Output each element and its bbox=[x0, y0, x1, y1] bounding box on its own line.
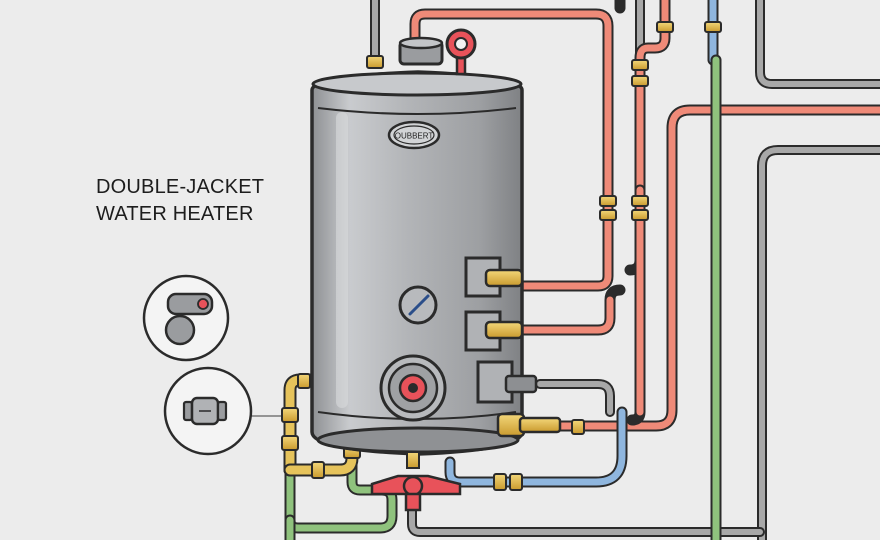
coupling bbox=[599, 195, 617, 207]
coupling bbox=[704, 21, 722, 33]
coupling bbox=[311, 461, 325, 479]
coupling bbox=[493, 473, 507, 491]
title-line-1: DOUBLE-JACKET bbox=[96, 176, 265, 198]
callout-shutoff-valve bbox=[142, 274, 230, 362]
coupling bbox=[631, 195, 649, 207]
coupling bbox=[631, 75, 649, 87]
pipe-connector-icon bbox=[182, 396, 228, 426]
coupling bbox=[281, 435, 299, 451]
coupling bbox=[656, 21, 674, 33]
tank-ports bbox=[464, 256, 562, 438]
coupling bbox=[631, 59, 649, 71]
coupling bbox=[571, 419, 585, 435]
brand-badge: OUBBERT bbox=[387, 120, 441, 150]
shutoff-valve-icon bbox=[164, 292, 214, 346]
gray-pipes bbox=[370, 0, 880, 540]
green-pipes bbox=[284, 54, 722, 540]
brand-badge-text: OUBBERT bbox=[395, 132, 434, 141]
relief-valve-icon[interactable] bbox=[445, 28, 477, 76]
callout-pipe-connector bbox=[163, 366, 253, 456]
burner-control-icon[interactable] bbox=[379, 354, 447, 422]
coupling bbox=[631, 209, 649, 221]
drain-valve-icon[interactable] bbox=[370, 451, 462, 512]
title-line-2: WATER HEATER bbox=[96, 203, 254, 225]
hot-pipes bbox=[409, 0, 880, 432]
diagram-title: DOUBLE-JACKET WATER HEATER bbox=[96, 174, 264, 228]
coupling bbox=[281, 407, 299, 423]
coupling bbox=[509, 473, 523, 491]
coupling bbox=[599, 209, 617, 221]
temperature-gauge-icon bbox=[398, 285, 438, 325]
coupling bbox=[297, 373, 311, 389]
coupling bbox=[366, 55, 384, 69]
